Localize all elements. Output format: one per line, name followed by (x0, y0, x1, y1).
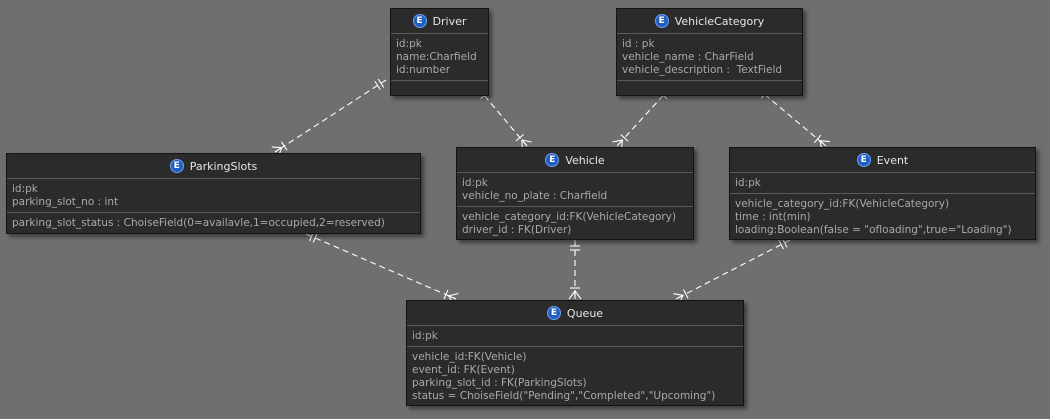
entity-vehicle[interactable]: E Vehicle id:pk vehicle_no_plate : Charf… (456, 147, 694, 240)
entity-badge-icon: E (412, 14, 427, 28)
entity-field: parking_slot_status : ChoiseField(0=avai… (12, 217, 385, 229)
entity-title: Event (876, 153, 909, 167)
entity-keys: id:pk (407, 326, 743, 347)
entity-event[interactable]: E Event id:pk vehicle_category_id:FK(Veh… (729, 147, 1036, 240)
entity-field: vehicle_category_id:FK(VehicleCategory) (735, 198, 950, 210)
entity-field: time : int(min) (735, 211, 811, 223)
entity-field: name:Charfield (396, 51, 477, 63)
entity-badge-icon: E (654, 14, 669, 28)
entity-field: vehicle_description : TextField (622, 64, 783, 76)
entity-title: VehicleCategory (674, 14, 765, 28)
entity-fields: vehicle_category_id:FK(VehicleCategory) … (457, 207, 693, 240)
relationship-driver-vehicle (477, 87, 532, 150)
entity-keys: id:pk parking_slot_no : int (7, 179, 420, 213)
entity-field: event_id: FK(Event) (412, 364, 515, 376)
entity-parking-slots[interactable]: E ParkingSlots id:pk parking_slot_no : i… (6, 153, 421, 234)
relationship-vehicle_category-vehicle (612, 87, 671, 151)
entity-field: vehicle_category_id:FK(VehicleCategory) (462, 211, 677, 223)
entity-field: vehicle_name : CharField (622, 51, 754, 63)
entity-field: id:number (396, 64, 451, 76)
relationship-driver-parking_slots (271, 78, 387, 158)
entity-queue[interactable]: E Queue id:pk vehicle_id:FK(Vehicle) eve… (406, 300, 744, 406)
entity-keys: id:pk vehicle_no_plate : Charfield (457, 173, 693, 207)
entity-keys: id:pk (730, 173, 1035, 194)
entity-methods (391, 81, 488, 88)
entity-title: Queue (566, 306, 604, 320)
entity-field: vehicle_id:FK(Vehicle) (412, 351, 527, 363)
entity-badge-icon: E (546, 306, 561, 320)
entity-field: id:pk (412, 330, 438, 342)
entity-field: id : pk (622, 38, 655, 50)
entity-vehicle-category[interactable]: E VehicleCategory id : pk vehicle_name :… (616, 8, 803, 96)
entity-methods (617, 81, 802, 88)
entity-field: id:pk (462, 177, 488, 189)
entity-header: E Queue (407, 301, 743, 326)
entity-field: status = ChoiseField("Pending","Complete… (412, 390, 716, 402)
entity-header: E Vehicle (457, 148, 693, 173)
relationship-vehicle_category-event (756, 87, 830, 151)
entity-fields: id : pk vehicle_name : CharField vehicle… (617, 34, 802, 81)
entity-fields: id:pk name:Charfield id:number (391, 34, 488, 81)
entity-header: E Driver (391, 9, 488, 34)
entity-field: id:pk (396, 38, 422, 50)
entity-header: E VehicleCategory (617, 9, 802, 34)
entity-driver[interactable]: E Driver id:pk name:Charfield id:number (390, 8, 489, 96)
entity-title: Vehicle (565, 153, 605, 167)
entity-field: parking_slot_no : int (12, 196, 119, 208)
entity-fields: vehicle_category_id:FK(VehicleCategory) … (730, 194, 1035, 240)
entity-header: E Event (730, 148, 1035, 173)
entity-title: Driver (432, 14, 467, 28)
entity-field: loading:Boolean(false = "ofloading",true… (735, 224, 1012, 236)
entity-field: vehicle_no_plate : Charfield (462, 190, 608, 202)
entity-badge-icon: E (545, 153, 560, 167)
entity-header: E ParkingSlots (7, 154, 420, 179)
entity-field: id:pk (12, 183, 38, 195)
entity-fields: parking_slot_status : ChoiseField(0=avai… (7, 213, 420, 233)
entity-field: id:pk (735, 177, 761, 189)
entity-badge-icon: E (169, 159, 184, 173)
entity-field: parking_slot_id : FK(ParkingSlots) (412, 377, 587, 389)
entity-badge-icon: E (856, 153, 871, 167)
relationship-vehicle-queue (568, 240, 582, 300)
entity-title: ParkingSlots (189, 159, 258, 173)
entity-fields: vehicle_id:FK(Vehicle) event_id: FK(Even… (407, 347, 743, 406)
relationship-parking_slots-queue (305, 231, 459, 305)
entity-field: driver_id : FK(Driver) (462, 224, 572, 236)
relationship-event-queue (673, 238, 791, 305)
